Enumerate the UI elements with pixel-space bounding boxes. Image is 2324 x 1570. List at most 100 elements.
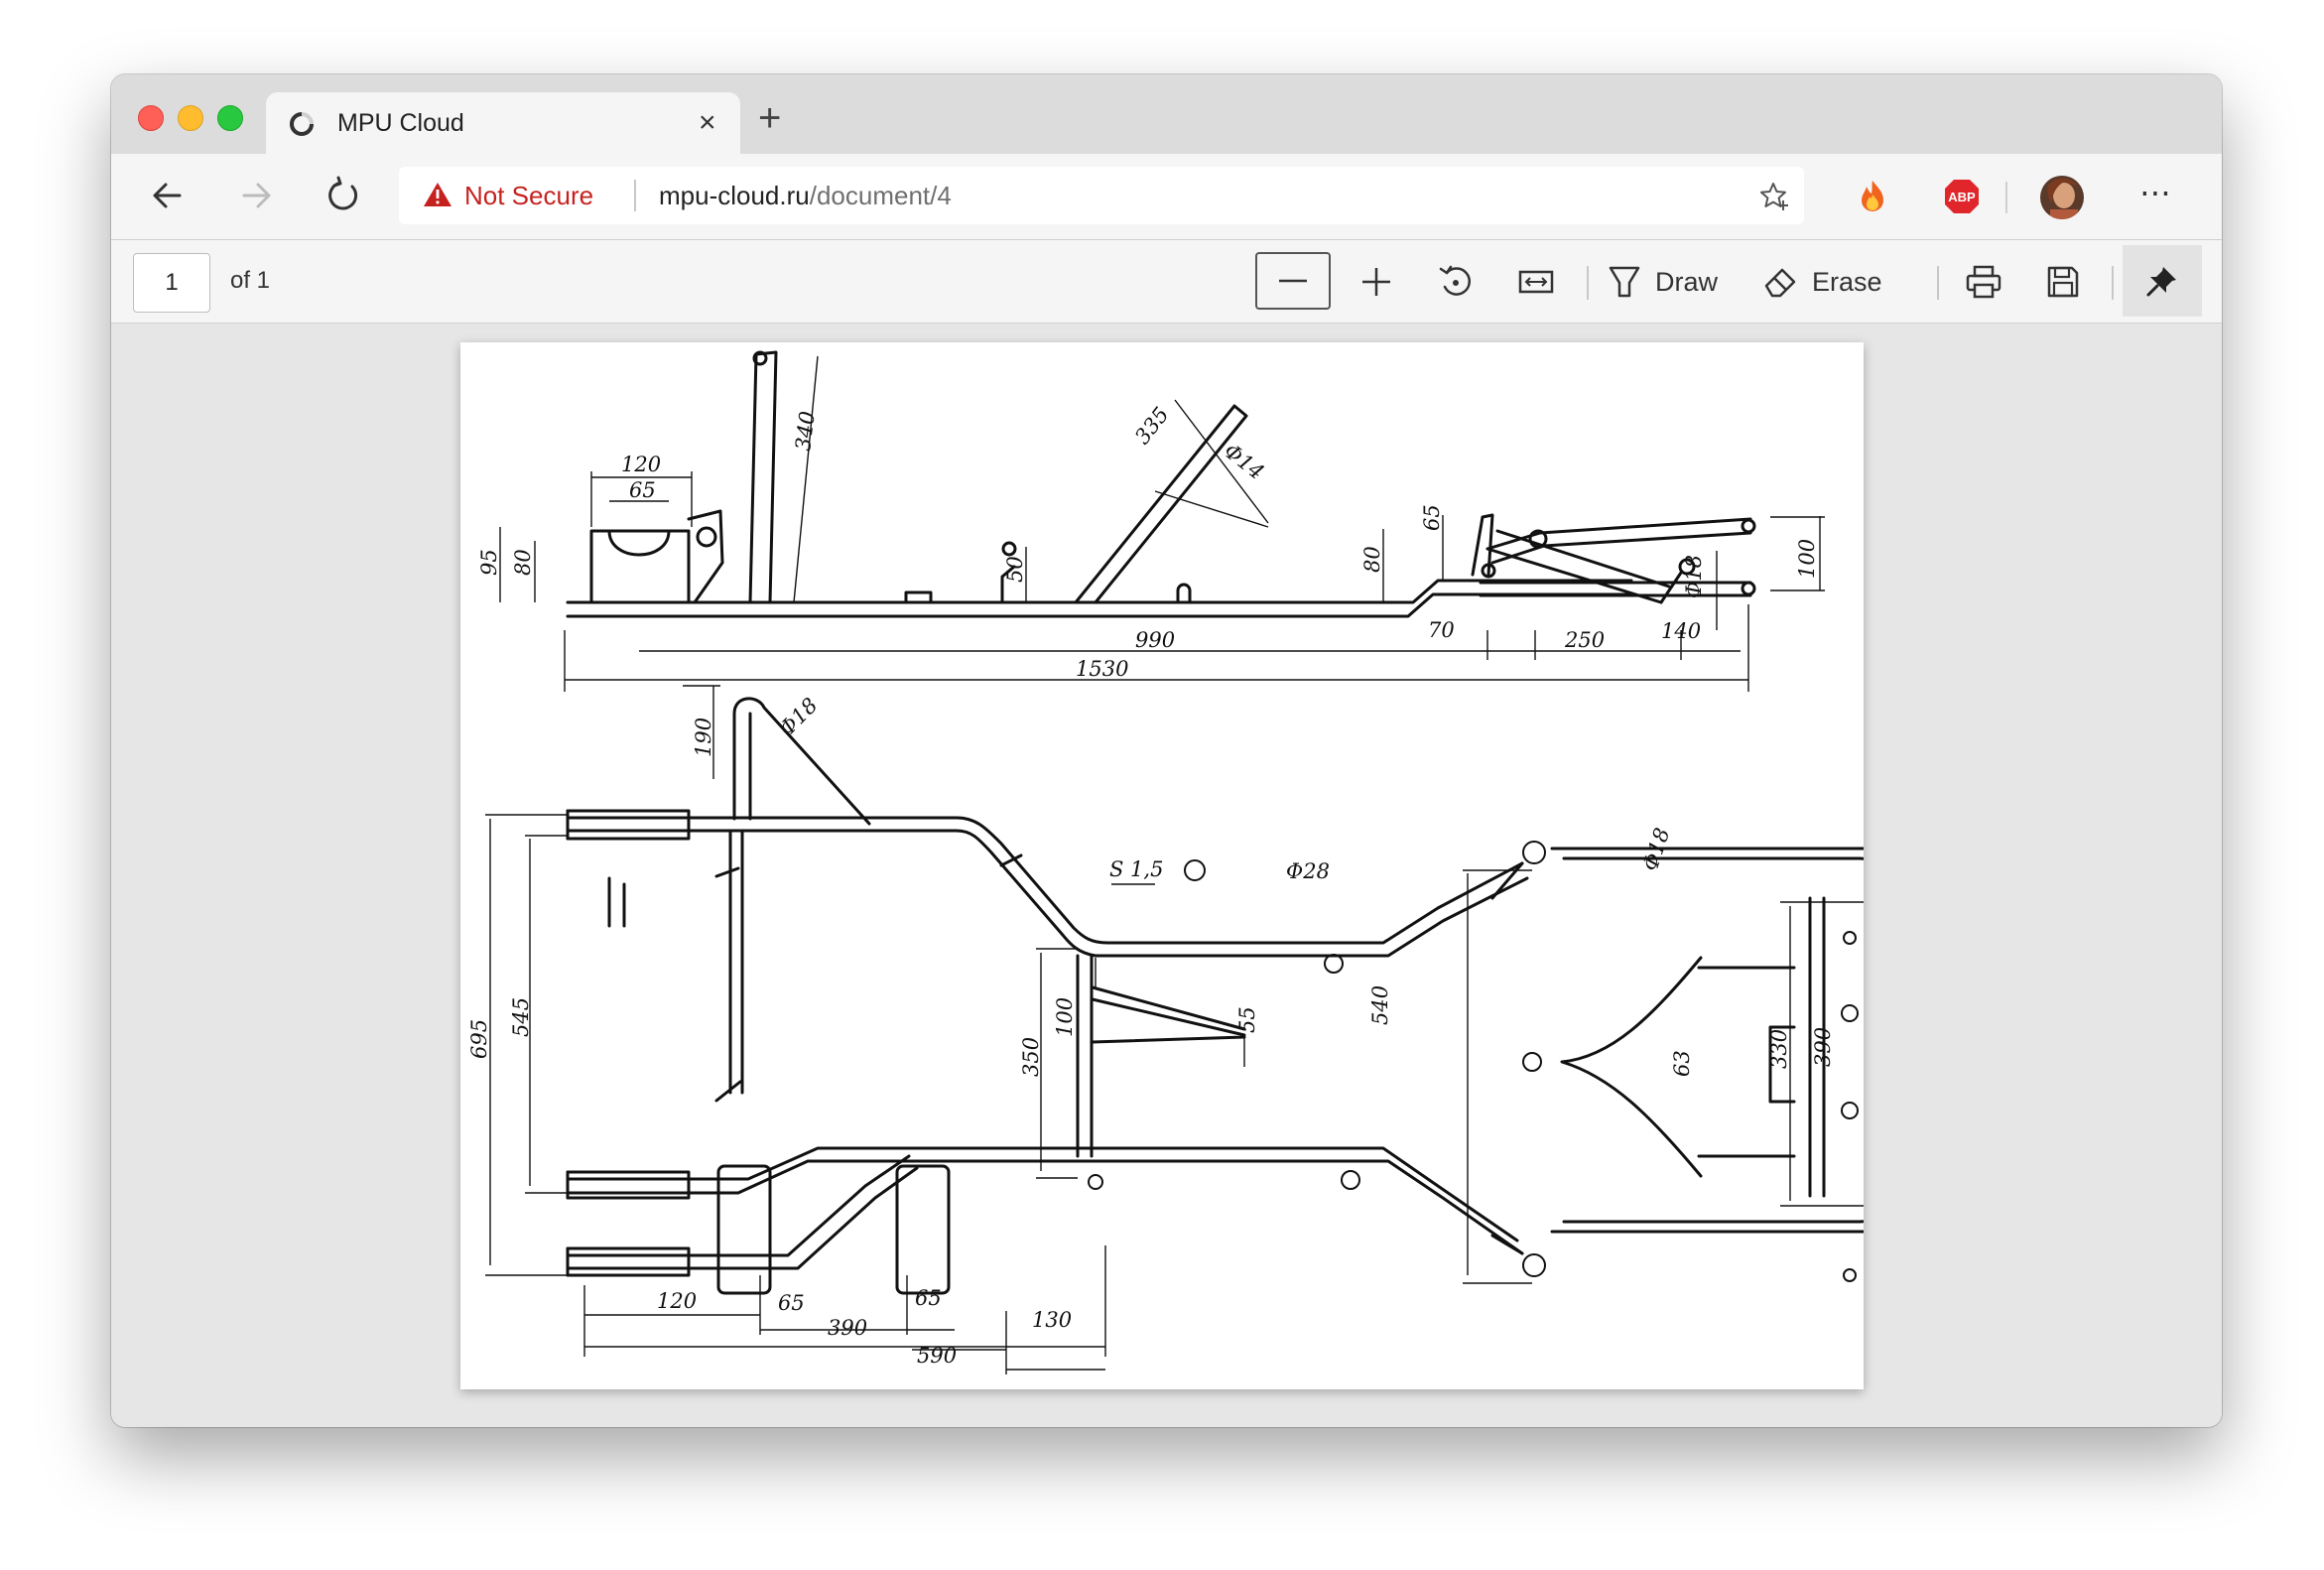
- dim-label: Φ18: [775, 693, 823, 740]
- dim-label: Φ14: [1220, 439, 1268, 484]
- page-number-input[interactable]: 1: [133, 253, 210, 313]
- pin-icon: [2146, 267, 2176, 297]
- adblock-label: ABP: [1948, 190, 1976, 204]
- draw-button[interactable]: Draw: [1608, 252, 1756, 312]
- zoom-in-button[interactable]: [1349, 252, 1404, 312]
- page-count: of 1: [230, 267, 271, 294]
- pdf-toolbar: 1 of 1 Draw: [111, 240, 2222, 324]
- dim-label: 100: [1795, 539, 1819, 579]
- dim-label: 350: [1019, 1037, 1043, 1077]
- maximize-window-button[interactable]: [217, 105, 243, 131]
- dim-label: Φ28: [1286, 859, 1330, 883]
- tab-title: MPU Cloud: [337, 109, 464, 137]
- dim-label: S 1,5: [1109, 857, 1163, 881]
- dim-label: 70: [1428, 618, 1455, 642]
- pdf-viewer[interactable]: 120 65 340 335 Φ14 95 80 50 80 65 Φ18 10…: [111, 324, 2222, 1427]
- frame-side-view: [566, 350, 1756, 618]
- tab-close-icon[interactable]: ×: [699, 106, 716, 139]
- dim-label: 545: [509, 997, 533, 1037]
- loading-spinner-icon: [290, 112, 314, 136]
- browser-window: MPU Cloud × + Not Secure mpu-cloud.ru/do…: [111, 74, 2222, 1427]
- top-dimension-lines: [485, 685, 1864, 1374]
- plus-icon: [1362, 268, 1390, 296]
- dim-label: 80: [511, 549, 535, 576]
- dim-label: Φ18: [1682, 555, 1706, 598]
- dim-label: 1530: [1076, 657, 1128, 681]
- dim-label: 390: [1811, 1027, 1835, 1067]
- kart-frame-drawing: 120 65 340 335 Φ14 95 80 50 80 65 Φ18 10…: [467, 350, 1864, 1374]
- side-dimension-labels: 120 65 340 335 Φ14 95 80 50 80 65 Φ18 10…: [477, 403, 1819, 681]
- toolbar-divider: [2005, 182, 2007, 213]
- toolbar-divider: [1587, 266, 1589, 300]
- top-view-fittings: [1088, 841, 1859, 1282]
- profile-avatar[interactable]: [2040, 176, 2084, 219]
- tab-mpu-cloud[interactable]: MPU Cloud ×: [266, 92, 740, 154]
- top-dimension-labels: 190 Φ18 S 1,5 Φ28 Φ18 695 545 350 100 55…: [467, 693, 1835, 1368]
- url-text: mpu-cloud.ru/document/4: [659, 181, 952, 211]
- save-button[interactable]: [2035, 252, 2091, 312]
- dim-label: 140: [1661, 619, 1701, 643]
- url-host: mpu-cloud.ru: [659, 181, 810, 210]
- printer-icon: [1966, 265, 2001, 299]
- more-menu-icon[interactable]: ⋯: [2139, 175, 2173, 210]
- reload-icon[interactable]: [322, 174, 365, 217]
- tab-strip: MPU Cloud × +: [111, 74, 2222, 154]
- eraser-icon: [1764, 268, 1796, 298]
- close-window-button[interactable]: [138, 105, 164, 131]
- erase-label: Erase: [1812, 266, 1882, 297]
- print-button[interactable]: [1956, 252, 2011, 312]
- zoom-out-button[interactable]: [1255, 252, 1331, 310]
- bookmark-star-icon[interactable]: [1758, 181, 1790, 212]
- pin-toolbar-button[interactable]: [2123, 245, 2202, 317]
- dim-label: 590: [917, 1344, 957, 1368]
- dim-label: 120: [657, 1289, 697, 1313]
- dim-label: 80: [1360, 546, 1384, 573]
- draw-label: Draw: [1655, 266, 1719, 297]
- security-status[interactable]: Not Secure: [464, 181, 594, 210]
- fit-to-width-button[interactable]: [1508, 252, 1564, 312]
- back-arrow-icon[interactable]: [146, 174, 190, 217]
- adblock-plus-icon[interactable]: ABP: [1943, 178, 1981, 215]
- toolbar-divider: [1937, 266, 1939, 300]
- erase-button[interactable]: Erase: [1762, 252, 1911, 312]
- dim-label: 695: [467, 1019, 491, 1059]
- avatar-image: [2040, 176, 2084, 219]
- dim-label: 990: [1135, 628, 1175, 652]
- dim-label: 120: [621, 453, 661, 476]
- dim-label: 130: [1032, 1308, 1072, 1332]
- dim-label: 95: [477, 549, 501, 576]
- dim-label: 335: [1130, 403, 1174, 449]
- dim-label: 100: [1053, 997, 1077, 1037]
- dim-label: 65: [778, 1291, 805, 1315]
- floppy-disk-icon: [2047, 266, 2079, 298]
- minus-icon: [1279, 279, 1307, 283]
- rotate-button[interactable]: [1428, 252, 1484, 312]
- forward-arrow-icon[interactable]: [234, 174, 278, 217]
- warning-icon: [424, 183, 452, 206]
- side-dimension-lines: [499, 355, 1825, 692]
- fit-width-icon: [1518, 270, 1554, 294]
- dim-label: 390: [828, 1316, 867, 1340]
- toolbar-divider: [2112, 266, 2114, 300]
- fire-extension-icon[interactable]: [1854, 178, 1891, 215]
- minimize-window-button[interactable]: [178, 105, 203, 131]
- dim-label: 65: [915, 1286, 942, 1310]
- dim-label: 65: [1420, 504, 1444, 531]
- address-bar[interactable]: Not Secure mpu-cloud.ru/document/4: [399, 167, 1804, 224]
- dim-label: 330: [1767, 1029, 1791, 1069]
- navigation-bar: Not Secure mpu-cloud.ru/document/4 ABP: [111, 154, 2222, 240]
- dim-label: 55: [1235, 1006, 1259, 1033]
- dim-label: 340: [791, 410, 820, 453]
- frame-top-view: [566, 697, 1864, 1295]
- pdf-page: 120 65 340 335 Φ14 95 80 50 80 65 Φ18 10…: [460, 342, 1864, 1389]
- dim-label: 63: [1670, 1050, 1694, 1077]
- url-path: /document/4: [809, 181, 952, 210]
- new-tab-button[interactable]: +: [758, 96, 782, 140]
- dim-label: 190: [692, 718, 715, 757]
- draw-pen-icon: [1609, 266, 1640, 298]
- dim-label: 65: [629, 478, 656, 502]
- omnibox-divider: [634, 180, 636, 211]
- dim-label: 540: [1368, 985, 1392, 1025]
- dim-label: 50: [1003, 556, 1027, 583]
- rotate-icon: [1439, 265, 1472, 296]
